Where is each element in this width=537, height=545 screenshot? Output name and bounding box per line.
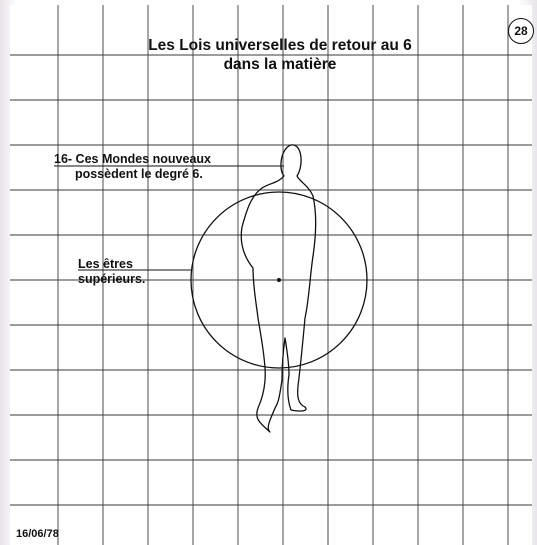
- title-line-2: dans la matière: [95, 55, 465, 74]
- annotation-new-worlds: 16- Ces Mondes nouveaux possèdent le deg…: [54, 152, 211, 182]
- human-figure-outline: [241, 145, 315, 432]
- center-point: [277, 278, 281, 282]
- annotation-new-worlds-line-2: possèdent le degré 6.: [54, 167, 211, 182]
- date-stamp: 16/06/78: [16, 528, 59, 540]
- annotation-superior-beings: Les êtres supérieurs.: [78, 257, 145, 287]
- annotation-superior-beings-line-2: supérieurs.: [78, 272, 145, 287]
- diagram-title: Les Lois universelles de retour au 6 dan…: [95, 36, 465, 74]
- page-number-badge: 28: [508, 18, 534, 44]
- title-line-1: Les Lois universelles de retour au 6: [95, 36, 465, 55]
- annotation-superior-beings-line-1: Les êtres: [78, 257, 145, 272]
- annotation-new-worlds-line-1: 16- Ces Mondes nouveaux: [54, 152, 211, 167]
